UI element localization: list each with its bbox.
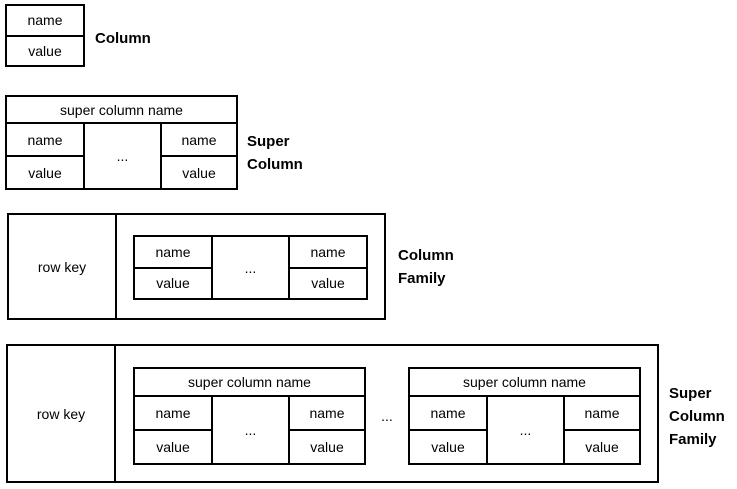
super-column-name-header: super column name — [410, 369, 639, 397]
super-column-label: Super Column — [247, 130, 303, 176]
sc-name-cell: name — [162, 124, 236, 157]
columns-table: name value ... name value — [133, 235, 368, 300]
super-column-family-label: Super Column Family — [669, 382, 725, 451]
cf-name-cell: name — [290, 237, 366, 269]
scf-columns-area: super column name name value ... name va… — [116, 346, 657, 481]
scf-value-cell: value — [431, 439, 465, 455]
super-column-family-label-line: Family — [669, 431, 717, 448]
super-column-right-column: name value — [162, 124, 236, 188]
cf-left-column: name value — [135, 237, 211, 298]
sc-ellipsis-cell: ... — [83, 124, 162, 188]
super-column-label-line: Super — [247, 133, 290, 150]
scf-right-column: name value — [565, 397, 639, 463]
scf-block-body: name value ... name value — [135, 397, 364, 463]
scf-block-body: name value ... name value — [410, 397, 639, 463]
sc-value-cell: value — [182, 164, 216, 181]
column-family-label-line: Family — [398, 270, 446, 287]
super-column-label-line: Column — [247, 156, 303, 173]
scf-super-column-block: super column name name value ... name va… — [408, 367, 641, 465]
scf-left-column: name value — [410, 397, 486, 463]
scf-ellipsis-cell: ... — [486, 397, 565, 463]
sc-name-cell: name — [7, 124, 83, 157]
cf-ellipsis-cell: ... — [211, 237, 290, 298]
super-column-family-label-line: Super — [669, 385, 712, 402]
column-family-label: Column Family — [398, 244, 454, 290]
column-value-cell: value — [28, 42, 62, 59]
cf-name-cell: name — [135, 237, 211, 269]
super-column-left-column: name value — [7, 124, 83, 188]
super-column-family-box: row key super column name name value ...… — [6, 344, 659, 483]
scf-value-cell: value — [585, 439, 619, 455]
scf-value-cell: value — [156, 439, 190, 455]
scf-ellipsis-between: ... — [381, 408, 393, 424]
scf-name-cell: name — [565, 397, 639, 431]
scf-super-column-block: super column name name value ... name va… — [133, 367, 366, 465]
cf-value-cell: value — [311, 275, 345, 292]
sc-value-cell: value — [28, 164, 62, 181]
column-label: Column — [95, 30, 151, 47]
column-family-columns-area: name value ... name value — [117, 215, 384, 318]
super-column-name-header: super column name — [7, 97, 236, 124]
column-name-cell: name — [7, 6, 83, 37]
scf-name-cell: name — [410, 397, 486, 431]
cf-value-cell: value — [156, 275, 190, 292]
row-key-cell: row key — [8, 346, 116, 481]
scf-left-column: name value — [135, 397, 211, 463]
column-family-box: row key name value ... name value — [7, 213, 386, 320]
scf-right-column: name value — [290, 397, 364, 463]
column-box: name value — [5, 4, 85, 67]
scf-value-cell: value — [310, 439, 344, 455]
scf-ellipsis-cell: ... — [211, 397, 290, 463]
row-key-cell: row key — [9, 215, 117, 318]
cf-right-column: name value — [290, 237, 366, 298]
scf-name-cell: name — [135, 397, 211, 431]
super-column-name-header: super column name — [135, 369, 364, 397]
column-family-label-line: Column — [398, 247, 454, 264]
super-column-family-label-line: Column — [669, 408, 725, 425]
super-column-body: name value ... name value — [7, 124, 236, 188]
scf-name-cell: name — [290, 397, 364, 431]
super-column-box: super column name name value ... name va… — [5, 95, 238, 190]
